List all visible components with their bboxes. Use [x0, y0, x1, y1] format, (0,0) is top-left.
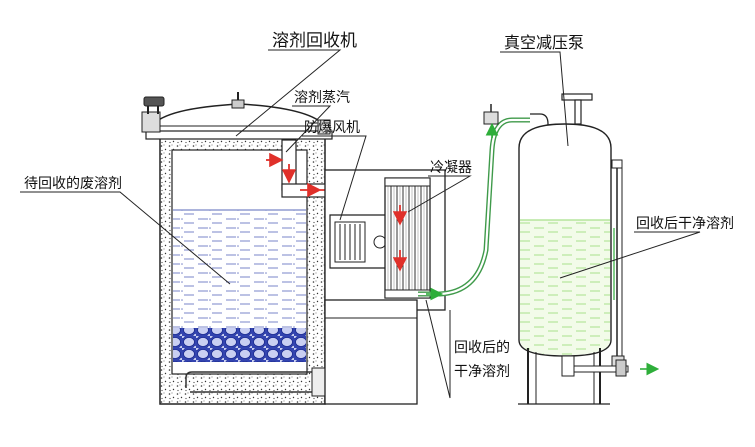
leader-waste [20, 191, 231, 285]
lid-clamp-left [141, 96, 165, 133]
lid-valve [231, 92, 245, 109]
vacuum-pump [561, 93, 593, 125]
leader-clean-line [425, 299, 451, 399]
leader-clean-tank [559, 231, 701, 279]
receiver-tank [518, 93, 660, 405]
label-clean-tank: 回收后干净溶剂 [636, 216, 734, 232]
level-gauge [611, 159, 625, 367]
leader-vapor [285, 105, 332, 153]
label-vacuum-pump: 真空减压泵 [504, 33, 584, 52]
clean-solvent-liquid [520, 220, 610, 355]
label-vapor: 溶剂蒸汽 [294, 90, 350, 106]
fan-condenser-unit [324, 169, 446, 405]
leader-condenser [407, 175, 472, 213]
leader-lines [20, 49, 701, 399]
drain-outlet [561, 355, 660, 377]
label-fan: 防爆风机 [304, 120, 360, 136]
label-condenser: 冷凝器 [430, 160, 472, 176]
heater-coil [185, 371, 320, 393]
transfer-pipe [418, 104, 553, 301]
label-clean-line-1: 回收后的 [454, 340, 510, 356]
recovery-machine [141, 92, 343, 405]
label-waste-solvent: 待回收的废溶剂 [24, 176, 122, 192]
leader-pump [500, 51, 569, 147]
sediment-layer [173, 328, 306, 362]
leader-machine [235, 49, 342, 137]
leader-fan [302, 135, 367, 221]
lid-clamp-right [317, 119, 331, 135]
label-machine: 溶剂回收机 [272, 31, 357, 51]
condenser [384, 177, 431, 299]
label-clean-line-2: 干净溶剂 [454, 364, 510, 380]
waste-solvent-liquid [173, 210, 306, 330]
